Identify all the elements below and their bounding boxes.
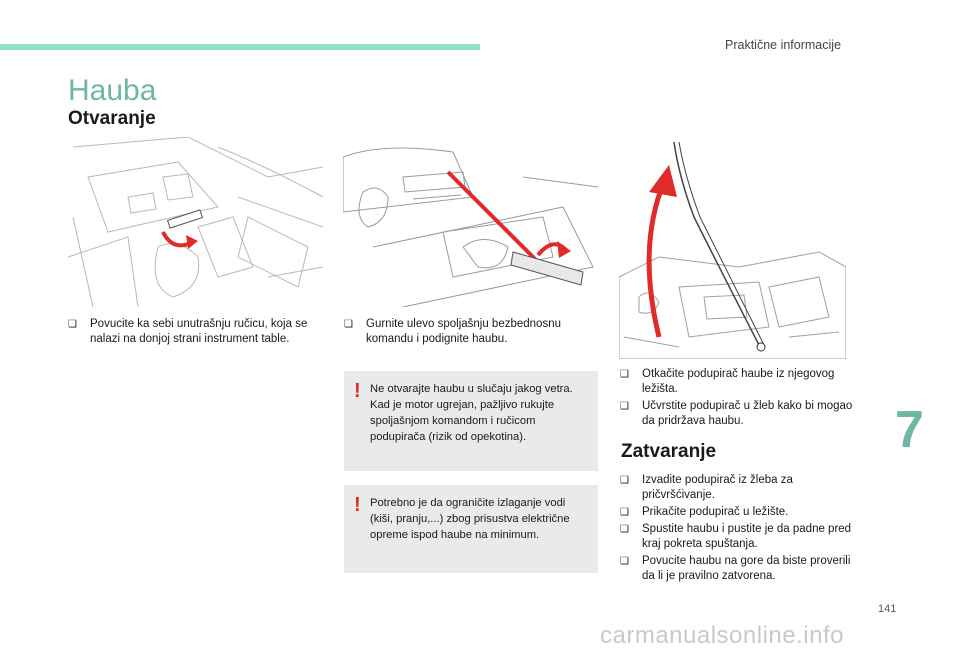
checkbox-bullet-icon: ❑ [620,401,629,412]
checkbox-bullet-icon: ❑ [620,475,629,486]
illustration-hood-prop [619,141,846,359]
chapter-number: 7 [895,401,924,459]
list-item: ❑Spustite haubu i pustite je da padne pr… [620,523,852,550]
section-label: Praktične informacije [725,38,842,52]
illustration-interior-lever [68,137,323,307]
open-step-2: ❑Gurnite ulevo spoljašnju bezbednosnu ko… [344,318,561,345]
checkbox-bullet-icon: ❑ [620,369,629,380]
open-step-1: ❑Povucite ka sebi unutrašnju ručicu, koj… [68,318,308,345]
watermark: carmanualsonline.info [600,622,844,649]
header-accent-bar [0,44,480,50]
exclamation-icon: ! [354,494,361,516]
illustration-safety-catch [343,147,598,307]
page-number: 141 [878,603,897,615]
page-title: Hauba [68,74,157,107]
close-steps: ❑Izvadite podupirač iz žleba za pričvršć… [620,473,865,586]
checkbox-bullet-icon: ❑ [344,319,353,330]
checkbox-bullet-icon: ❑ [620,507,629,518]
list-item: ❑Prikačite podupirač u ležište. [620,506,789,518]
subtitle-open: Otvaranje [68,108,156,129]
list-item: ❑Izvadite podupirač iz žleba za pričvršć… [620,474,793,501]
warning-note-2: ! Potrebno je da ograničite izlaganje vo… [344,485,598,573]
list-item: ❑Povucite haubu na gore da biste proveri… [620,555,851,582]
open-steps-3-4: ❑Otkačite podupirač haube iz njegovog le… [620,368,853,427]
checkbox-bullet-icon: ❑ [620,524,629,535]
exclamation-icon: ! [354,380,361,402]
subtitle-close: Zatvaranje [621,441,717,462]
checkbox-bullet-icon: ❑ [68,319,77,330]
warning-note-1: ! Ne otvarajte haubu u slučaju jakog vet… [344,371,598,471]
checkbox-bullet-icon: ❑ [620,556,629,567]
